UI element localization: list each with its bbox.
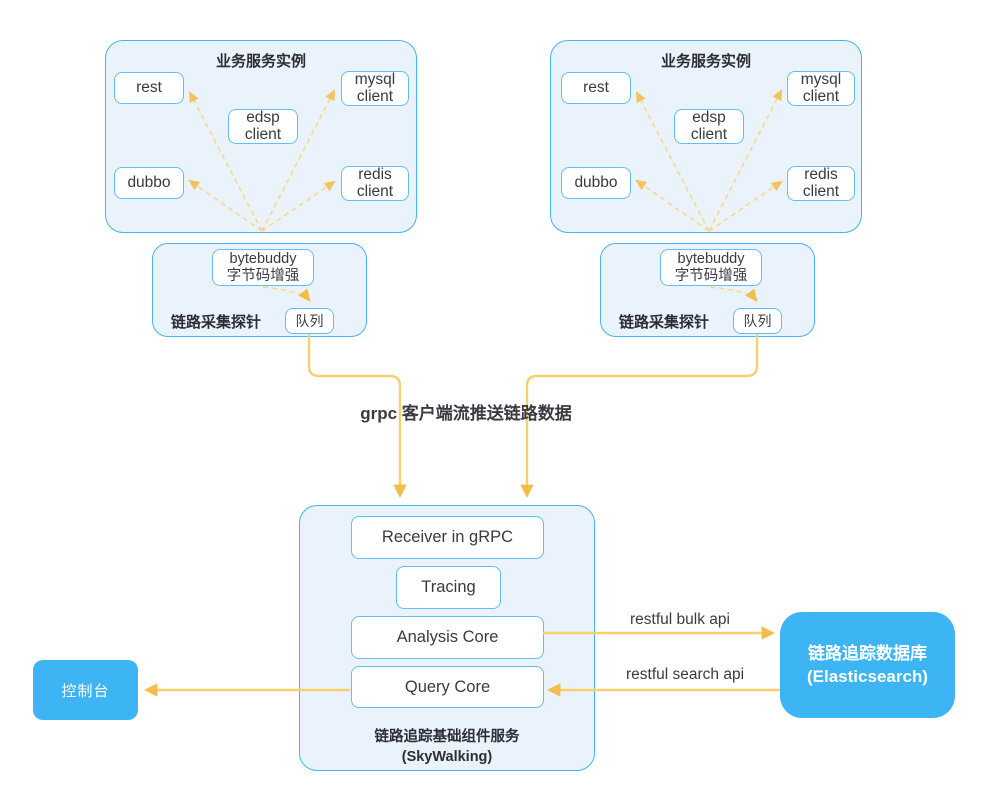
node-rest-1: rest xyxy=(114,72,184,104)
trace-probe-2: bytebuddy 字节码增强 链路采集探针 队列 xyxy=(600,243,815,337)
restful-bulk-api-label: restful bulk api xyxy=(630,611,730,628)
grpc-stream-label: grpc 客户端流推送链路数据 xyxy=(360,404,572,423)
node-redis-client-2: redis client xyxy=(787,166,855,201)
skywalking-service-box: Receiver in gRPC Tracing Analysis Core Q… xyxy=(299,505,595,771)
node-bytebuddy-1: bytebuddy 字节码增强 xyxy=(212,249,314,286)
service-group-2-title: 业务服务实例 xyxy=(660,53,751,70)
trace-probe-2-label: 链路采集探针 xyxy=(619,314,710,331)
node-dubbo-1: dubbo xyxy=(114,167,184,199)
service-group-1: 业务服务实例 rest mysql client edsp client dub… xyxy=(105,40,417,233)
trace-database-box: 链路追踪数据库 (Elasticsearch) xyxy=(780,612,955,718)
node-redis-client-1: redis client xyxy=(341,166,409,201)
trace-probe-1-label: 链路采集探针 xyxy=(171,314,262,331)
trace-probe-1: bytebuddy 字节码增强 链路采集探针 队列 xyxy=(152,243,367,337)
service-group-1-title: 业务服务实例 xyxy=(215,53,306,70)
node-edsp-client-2: edsp client xyxy=(674,109,744,144)
restful-search-api-label: restful search api xyxy=(625,666,745,683)
node-dubbo-2: dubbo xyxy=(561,167,631,199)
console-box: 控制台 xyxy=(33,660,138,720)
component-receiver-grpc: Receiver in gRPC xyxy=(351,516,544,559)
node-rest-2: rest xyxy=(561,72,631,104)
service-group-2: 业务服务实例 rest mysql client edsp client dub… xyxy=(550,40,862,233)
node-mysql-client-2: mysql client xyxy=(787,71,855,106)
component-tracing: Tracing xyxy=(396,566,501,609)
node-edsp-client-1: edsp client xyxy=(228,109,298,144)
node-mysql-client-1: mysql client xyxy=(341,71,409,106)
component-query-core: Query Core xyxy=(351,666,544,708)
skywalking-caption: 链路追踪基础组件服务 (SkyWalking) xyxy=(374,729,520,765)
node-bytebuddy-2: bytebuddy 字节码增强 xyxy=(660,249,762,286)
node-queue-2: 队列 xyxy=(733,308,782,334)
component-analysis-core: Analysis Core xyxy=(351,616,544,659)
node-queue-1: 队列 xyxy=(285,308,334,334)
